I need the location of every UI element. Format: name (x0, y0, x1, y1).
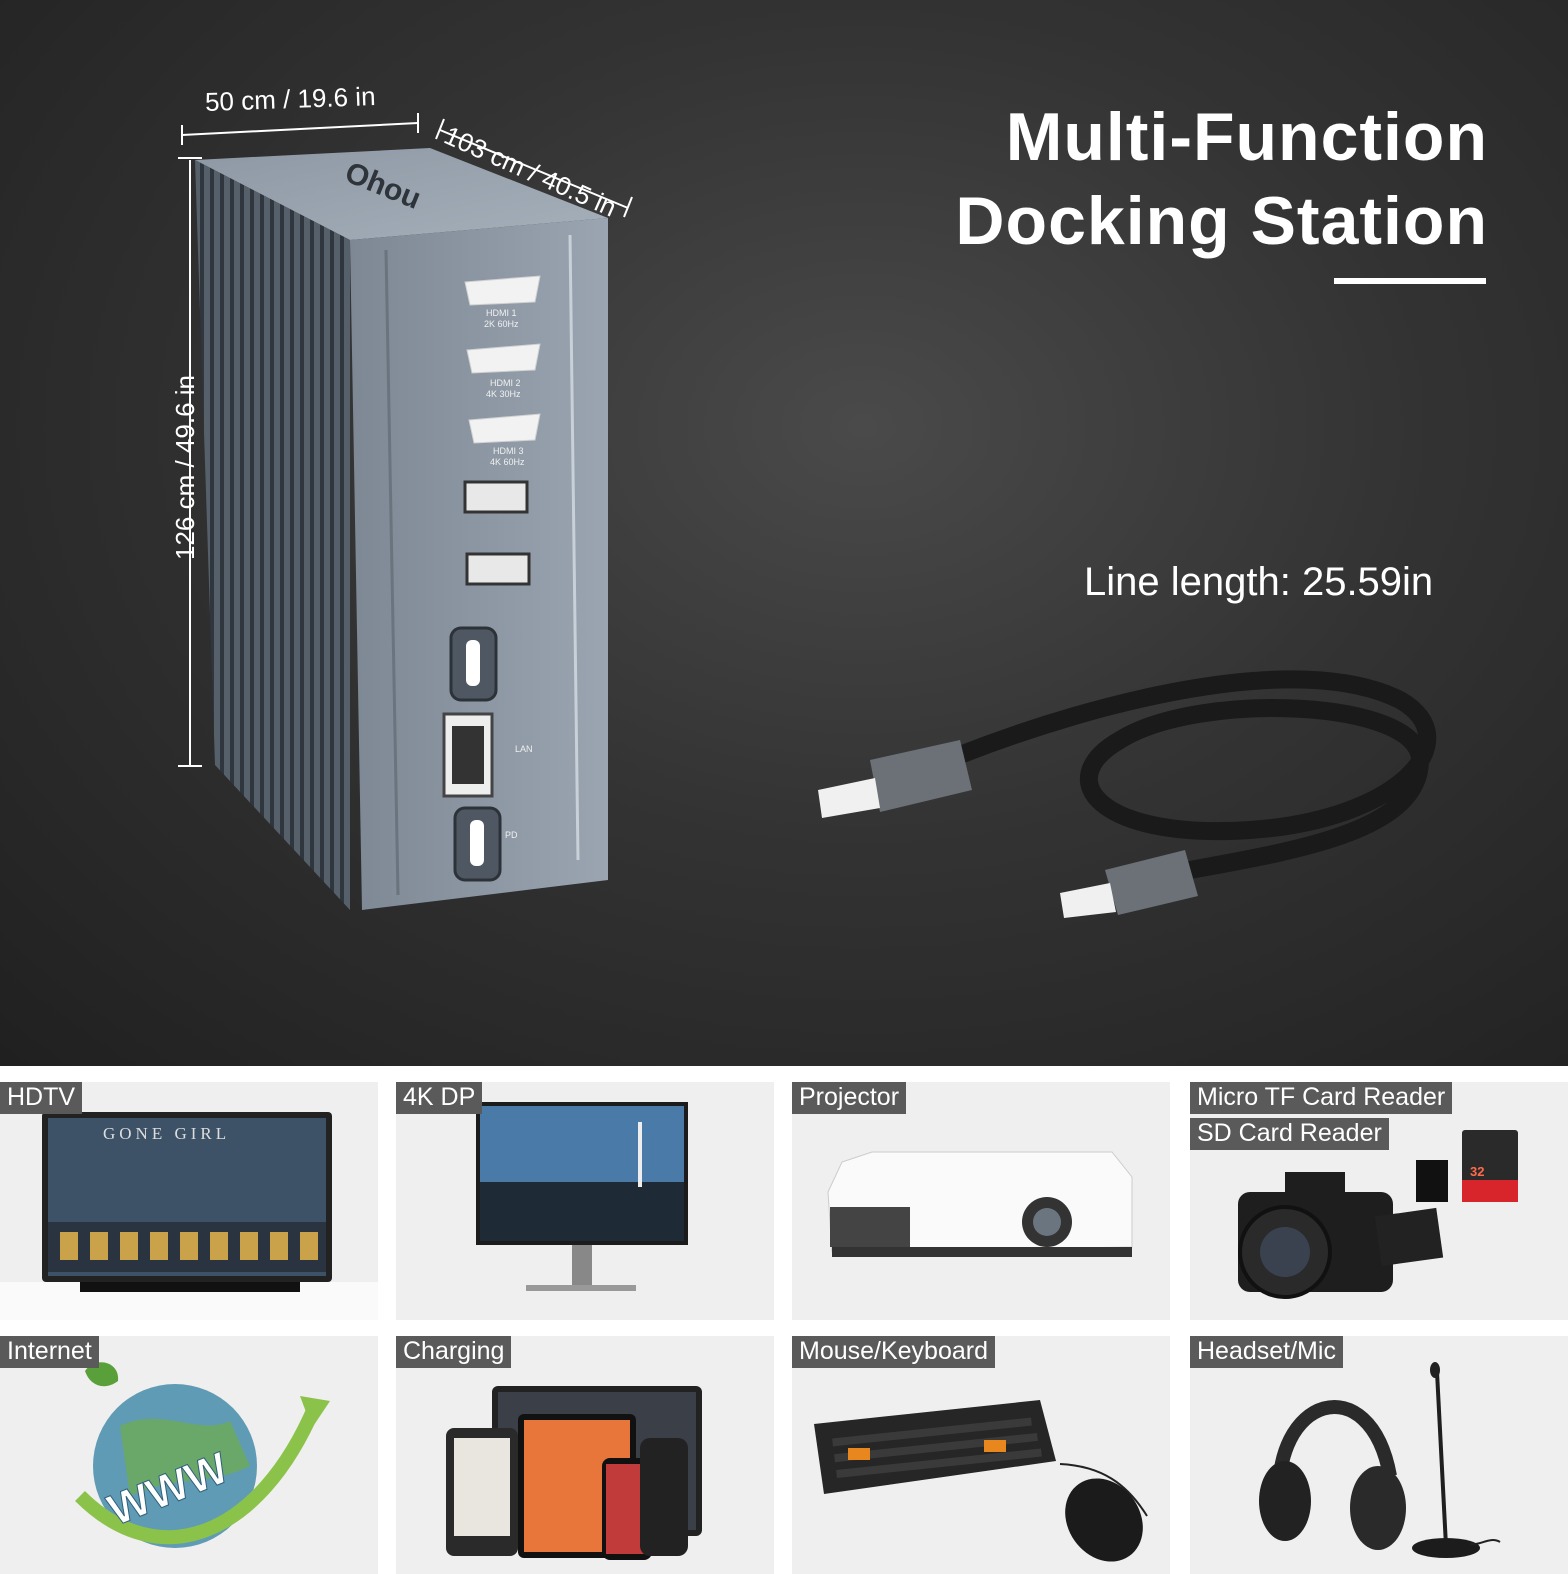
camera-and-cards-icon: 32 (1238, 1130, 1518, 1299)
monitor-icon (476, 1102, 688, 1291)
title-underline (1334, 278, 1486, 284)
hero-banner: HDMI 1 2K 60Hz HDMI 2 4K 30Hz HDMI 3 4K … (0, 0, 1568, 1066)
width-dimension: 50 cm / 19.6 in (204, 81, 377, 117)
globe-icon: WWW (75, 1362, 330, 1548)
tile-label-sd-card: SD Card Reader (1190, 1118, 1389, 1150)
tile-internet: WWW Internet (0, 1336, 378, 1574)
pd-label: PD (505, 830, 518, 840)
headset-mic-icon (1259, 1362, 1501, 1558)
projector-icon (827, 1151, 1133, 1257)
devices-icon (446, 1386, 702, 1560)
tile-label-mouse-keyboard: Mouse/Keyboard (792, 1336, 996, 1368)
tile-label-projector: Projector (792, 1082, 907, 1114)
tile-label-internet: Internet (0, 1336, 99, 1368)
svg-text:4K 30Hz: 4K 30Hz (486, 389, 521, 399)
tile-mouse-keyboard: Mouse/Keyboard (792, 1336, 1170, 1574)
tile-label-hdtv: HDTV (0, 1082, 83, 1114)
tile-headset-mic: Headset/Mic (1190, 1336, 1568, 1574)
tile-label-micro-tf: Micro TF Card Reader (1190, 1082, 1453, 1114)
tile-card-reader: 32 Micro TF Card Reader SD Card Reader (1190, 1082, 1568, 1320)
tv-icon: GONE GIRL (0, 1112, 378, 1320)
tile-4k-dp: 4K DP (396, 1082, 774, 1320)
page-title: Multi-Function Docking Station (955, 95, 1488, 263)
hdmi2-label: HDMI 2 (490, 378, 521, 388)
svg-text:4K 60Hz: 4K 60Hz (490, 457, 525, 467)
hdmi1-label: HDMI 1 (486, 308, 517, 318)
line-length-text: Line length: 25.59in (1084, 560, 1434, 604)
title-line-1: Multi-Function (1005, 99, 1488, 175)
tile-label-charging: Charging (396, 1336, 512, 1368)
title-line-2: Docking Station (955, 183, 1488, 259)
svg-text:2K 60Hz: 2K 60Hz (484, 319, 519, 329)
tile-hdtv: GONE GIRL HDTV (0, 1082, 378, 1320)
tile-charging: Charging (396, 1336, 774, 1574)
docking-station-illustration: HDMI 1 2K 60Hz HDMI 2 4K 30Hz HDMI 3 4K … (195, 148, 1437, 918)
lan-label: LAN (515, 744, 533, 754)
keyboard-mouse-icon (814, 1400, 1148, 1562)
svg-text:GONE GIRL: GONE GIRL (103, 1124, 230, 1143)
hdmi3-label: HDMI 3 (493, 446, 524, 456)
height-dimension: 126 cm / 49.6 in (170, 375, 200, 560)
sd-card-size: 32 (1470, 1164, 1484, 1179)
tile-label-4k-dp: 4K DP (396, 1082, 483, 1114)
tile-projector: Projector (792, 1082, 1170, 1320)
tile-label-headset-mic: Headset/Mic (1190, 1336, 1343, 1368)
